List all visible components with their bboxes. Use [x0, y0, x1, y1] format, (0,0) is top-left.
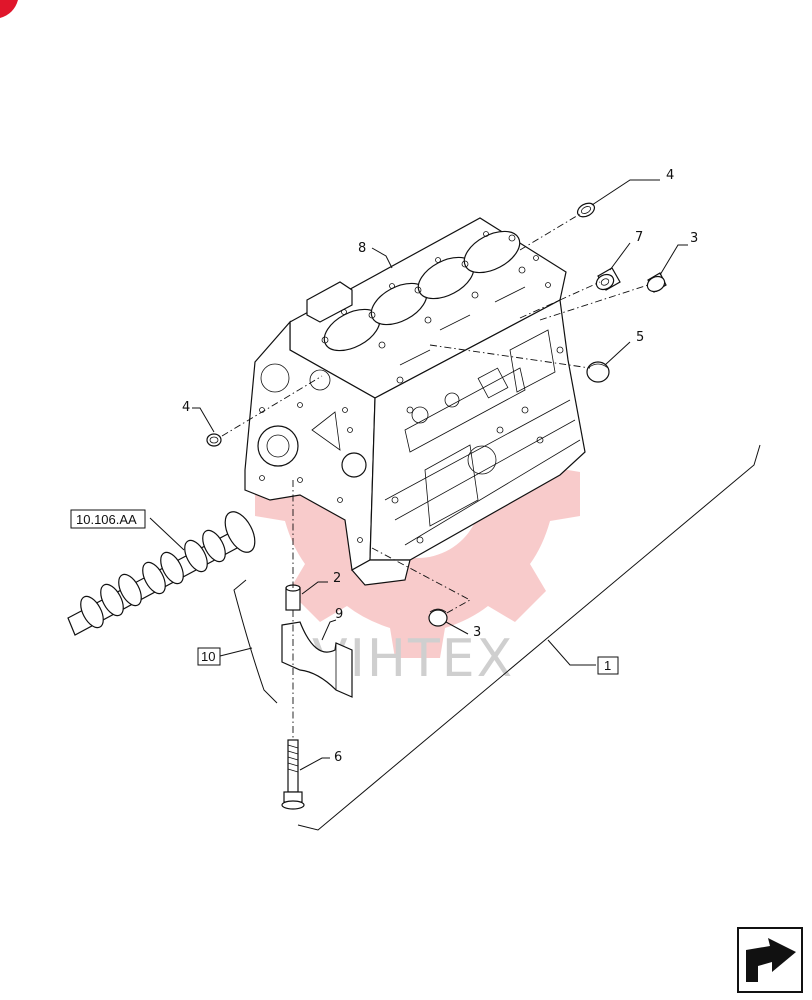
- callout-5: 5: [636, 330, 644, 345]
- plug-4-upper: [576, 202, 596, 218]
- callout-3-lower: 3: [473, 625, 481, 640]
- ref-box-10-106-aa-label: 10.106.AA: [76, 512, 137, 527]
- dowel-pin-2: [285, 584, 301, 611]
- callout-9: 9: [335, 607, 343, 622]
- bearing-cap-9: [281, 621, 353, 698]
- leader-lines: [149, 179, 761, 831]
- ref-box-10[interactable]: 10: [197, 647, 221, 666]
- plug-4-lower: [206, 433, 222, 447]
- ref-box-10-106-aa[interactable]: 10.106.AA: [70, 509, 146, 529]
- callout-2: 2: [333, 571, 341, 586]
- alignment-lines: [221, 213, 649, 740]
- callout-6: 6: [334, 750, 342, 765]
- ref-box-1[interactable]: 1: [597, 656, 619, 675]
- bolt-6: [281, 739, 305, 810]
- plug-3-upper: [646, 272, 667, 293]
- callout-4-lower: 4: [182, 400, 190, 415]
- corner-badge-icon: [0, 0, 18, 18]
- plug-3-lower: [428, 608, 448, 627]
- callout-8: 8: [358, 241, 366, 256]
- plug-5: [586, 361, 610, 383]
- camshaft: [67, 511, 256, 636]
- callout-4-upper: 4: [666, 168, 674, 183]
- ref-box-1-label: 1: [604, 658, 611, 673]
- bushing-7: [595, 267, 621, 291]
- next-page-arrow-icon[interactable]: [737, 927, 803, 993]
- callout-3-upper: 3: [690, 231, 698, 246]
- callout-7: 7: [635, 230, 643, 245]
- engine-block: [244, 217, 586, 586]
- callout-labels: 4 7 3 8 5 4 2 9 3 6: [182, 168, 698, 765]
- ref-box-10-label: 10: [201, 649, 215, 664]
